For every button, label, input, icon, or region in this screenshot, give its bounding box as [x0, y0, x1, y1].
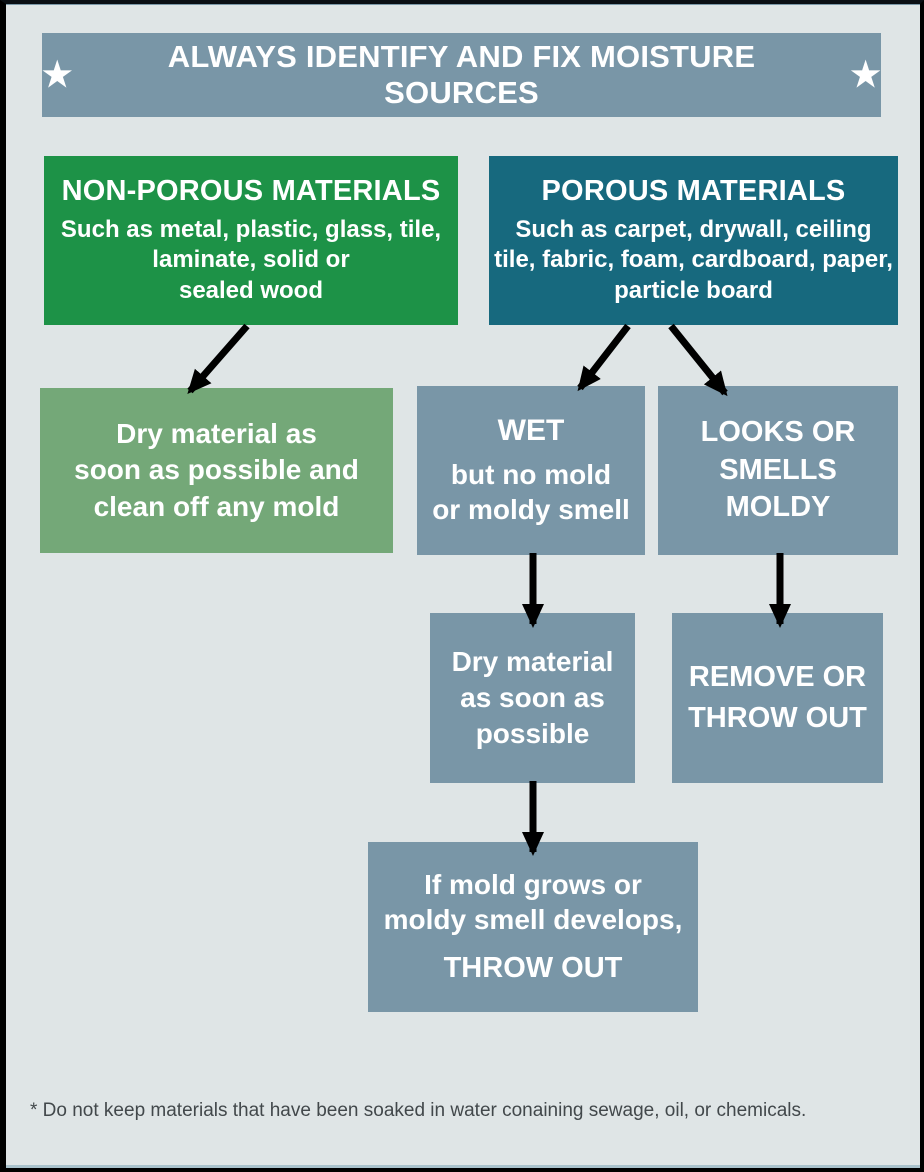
- box-wet-no-mold: WET but no mold or moldy smell: [417, 386, 645, 555]
- body-line: as soon as: [460, 682, 605, 714]
- body-line: moldy smell develops,: [383, 904, 683, 936]
- box-looks-smells-moldy: LOOKS OR SMELLS MOLDY: [658, 386, 898, 555]
- body-line: If mold grows or: [424, 869, 642, 901]
- arrow-porous-to-wet-icon: [577, 323, 631, 392]
- body-line: Dry material as: [116, 417, 317, 449]
- footnote: * Do not keep materials that have been s…: [30, 1100, 807, 1121]
- body-line: clean off any mold: [93, 490, 340, 522]
- body-line: THROW OUT: [688, 702, 867, 734]
- body-line: tile, fabric, foam, cardboard, paper,: [494, 246, 893, 274]
- star-icon: ★: [850, 56, 881, 94]
- star-icon: ★: [42, 56, 73, 94]
- box-title: NON-POROUS MATERIALS: [61, 174, 441, 207]
- arrow-porous-to-moldy-icon: [668, 323, 728, 397]
- body-line-emphasis: THROW OUT: [443, 952, 623, 985]
- box-porous-materials: POROUS MATERIALS Such as carpet, drywall…: [489, 156, 898, 325]
- body-line: sealed wood: [178, 276, 324, 304]
- box-if-mold-grows-throw-out: If mold grows or moldy smell develops, T…: [368, 842, 698, 1012]
- body-line: LOOKS OR: [700, 415, 856, 448]
- box-title: POROUS MATERIALS: [541, 174, 846, 207]
- arrow-nonporous-to-dryclean-icon: [187, 323, 250, 395]
- box-remove-throw-out: REMOVE OR THROW OUT: [672, 613, 883, 783]
- box-non-porous-materials: NON-POROUS MATERIALS Such as metal, plas…: [44, 156, 458, 325]
- body-line: MOLDY: [725, 491, 831, 524]
- body-line: particle board: [614, 276, 773, 304]
- body-line: SMELLS: [719, 453, 837, 486]
- body-line: laminate, solid or: [152, 246, 350, 274]
- body-line: soon as possible and: [74, 454, 359, 486]
- box-body: Such as carpet, drywall, ceiling tile, f…: [494, 215, 893, 306]
- box-dry-material-soon: Dry material as soon as possible: [430, 613, 635, 783]
- header-title: ALWAYS IDENTIFY AND FIX MOISTURE SOURCES: [167, 39, 756, 110]
- body-line: REMOVE OR: [688, 661, 867, 694]
- body-line: or moldy smell: [432, 494, 630, 525]
- box-body: Such as metal, plastic, glass, tile, lam…: [61, 215, 441, 306]
- box-body: but no mold or moldy smell: [432, 457, 630, 527]
- box-title: WET: [497, 414, 565, 447]
- body-line: Such as metal, plastic, glass, tile,: [60, 215, 442, 243]
- body-line: possible: [475, 717, 590, 749]
- box-dry-and-clean: Dry material as soon as possible and cle…: [40, 388, 393, 553]
- header-banner: ★ ALWAYS IDENTIFY AND FIX MOISTURE SOURC…: [42, 33, 881, 117]
- body-line: Dry material: [451, 646, 614, 678]
- body-line: Such as carpet, drywall, ceiling: [515, 215, 872, 243]
- body-line: but no mold: [450, 459, 612, 490]
